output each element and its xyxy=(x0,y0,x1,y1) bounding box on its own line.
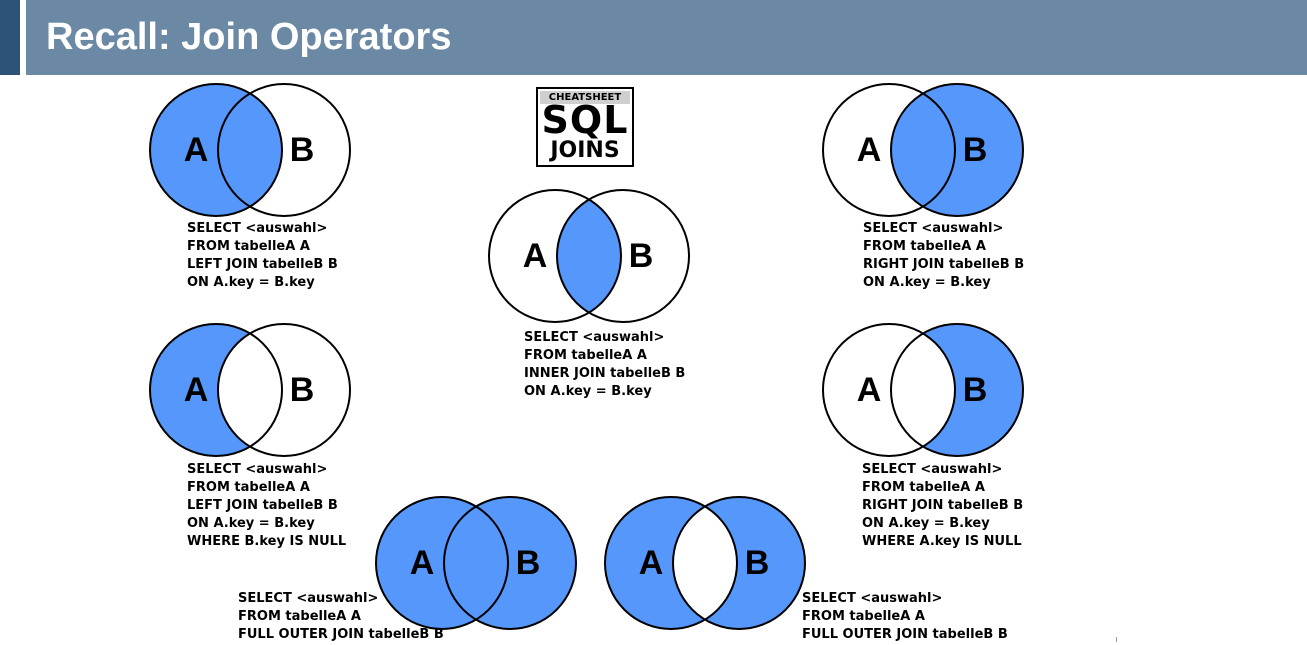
slide-header: Recall: Join Operators xyxy=(0,0,1307,75)
sql-line: FROM tabelleA A xyxy=(524,348,647,363)
set-a-label: A xyxy=(639,544,664,582)
logo-joins-text: JOINS xyxy=(550,138,620,163)
sql-line: WHERE B.key IS NULL xyxy=(187,534,347,549)
sql-line: RIGHT JOIN tabelleB B xyxy=(862,498,1024,513)
region-b xyxy=(891,84,1023,216)
sql-line: FROM tabelleA A xyxy=(802,609,925,624)
circle-b-outline xyxy=(672,496,806,630)
sql-line: SELECT <auswahl> xyxy=(187,221,328,236)
region-a-only xyxy=(150,324,282,456)
sql-line: SELECT <auswahl> xyxy=(862,462,1003,477)
sql-line: SELECT <auswahl> xyxy=(863,221,1004,236)
region-b-only xyxy=(891,324,1023,456)
circle-b-outline xyxy=(556,189,690,323)
set-b-label: B xyxy=(516,544,541,582)
sql-line: FROM tabelleA A xyxy=(187,239,310,254)
set-b-label: B xyxy=(290,371,315,409)
sql-line: FULL OUTER JOIN tabelleB B xyxy=(238,627,444,642)
set-b-label: B xyxy=(745,544,770,582)
circle-b-outline xyxy=(217,83,351,217)
sql-line: RIGHT JOIN tabelleB B xyxy=(863,257,1025,272)
circle-a-outline xyxy=(488,189,622,323)
sql-line: FROM tabelleA A xyxy=(238,609,361,624)
sql-line: FROM tabelleA A xyxy=(863,239,986,254)
set-a-label: A xyxy=(523,237,548,275)
sql-line: ON A.key = B.key xyxy=(187,275,315,290)
sql-line: LEFT JOIN tabelleB B xyxy=(187,257,338,272)
page-marker xyxy=(1116,637,1117,642)
region-a-only xyxy=(605,497,738,629)
circle-a-outline xyxy=(375,496,509,630)
sql-line: SELECT <auswahl> xyxy=(802,591,943,606)
set-a-label: A xyxy=(857,371,882,409)
region-b-only xyxy=(673,497,805,629)
set-b-label: B xyxy=(290,131,315,169)
set-a-label: A xyxy=(184,131,209,169)
region-b xyxy=(444,497,576,629)
sql-line: SELECT <auswahl> xyxy=(524,330,665,345)
sql-line: LEFT JOIN tabelleB B xyxy=(187,498,338,513)
sql-line: FROM tabelleA A xyxy=(862,480,985,495)
sql-line: ON A.key = B.key xyxy=(524,384,652,399)
header-accent-bar xyxy=(0,0,20,75)
set-a-label: A xyxy=(857,131,882,169)
sql-right-excluding-join: SELECT <auswahl> FROM tabelleA A RIGHT JOI… xyxy=(862,461,1023,551)
sql-full-outer-excluding-join: SELECT <auswahl> FROM tabelleA A FULL OUTE… xyxy=(802,590,1008,644)
region-intersection xyxy=(557,199,621,313)
set-a-label: A xyxy=(410,544,435,582)
sql-line: WHERE A.key IS NULL xyxy=(862,534,1022,549)
slide-title: Recall: Join Operators xyxy=(46,16,452,58)
sql-line: SELECT <auswahl> xyxy=(187,462,328,477)
circle-a-outline xyxy=(604,496,738,630)
sql-line: FULL OUTER JOIN tabelleB B xyxy=(802,627,1008,642)
header-divider xyxy=(20,0,26,75)
sql-left-excluding-join: SELECT <auswahl> FROM tabelleA A LEFT JOIN… xyxy=(187,461,346,551)
sql-inner-join: SELECT <auswahl> FROM tabelleA A INNER JOI… xyxy=(524,329,685,401)
sql-full-outer-join: SELECT <auswahl> FROM tabelleA A FULL OUTE… xyxy=(238,590,444,644)
circle-a-outline xyxy=(149,83,283,217)
sql-line: ON A.key = B.key xyxy=(862,516,990,531)
sql-line: ON A.key = B.key xyxy=(187,516,315,531)
circle-b-outline xyxy=(217,323,351,457)
sql-line: INNER JOIN tabelleB B xyxy=(524,366,686,381)
set-b-label: B xyxy=(963,131,988,169)
circle-b-outline xyxy=(890,323,1024,457)
circle-b-outline xyxy=(890,83,1024,217)
set-b-label: B xyxy=(963,371,988,409)
circle-a-outline xyxy=(149,323,283,457)
set-b-label: B xyxy=(629,237,654,275)
logo-sql-text: SQL xyxy=(541,98,629,142)
region-a xyxy=(150,84,282,216)
circle-b-outline xyxy=(443,496,577,630)
sql-right-join: SELECT <auswahl> FROM tabelleA A RIGHT JOI… xyxy=(863,220,1024,292)
sql-line: ON A.key = B.key xyxy=(863,275,991,290)
sql-line: SELECT <auswahl> xyxy=(238,591,379,606)
set-a-label: A xyxy=(184,371,209,409)
circle-a-outline xyxy=(822,323,956,457)
logo-cheatsheet-text: CHEATSHEET xyxy=(540,91,630,104)
sql-left-join: SELECT <auswahl> FROM tabelleA A LEFT JOIN… xyxy=(187,220,338,292)
circle-a-outline xyxy=(822,83,956,217)
sql-line: FROM tabelleA A xyxy=(187,480,310,495)
sql-joins-logo: CHEATSHEET SQL JOINS xyxy=(536,87,634,167)
